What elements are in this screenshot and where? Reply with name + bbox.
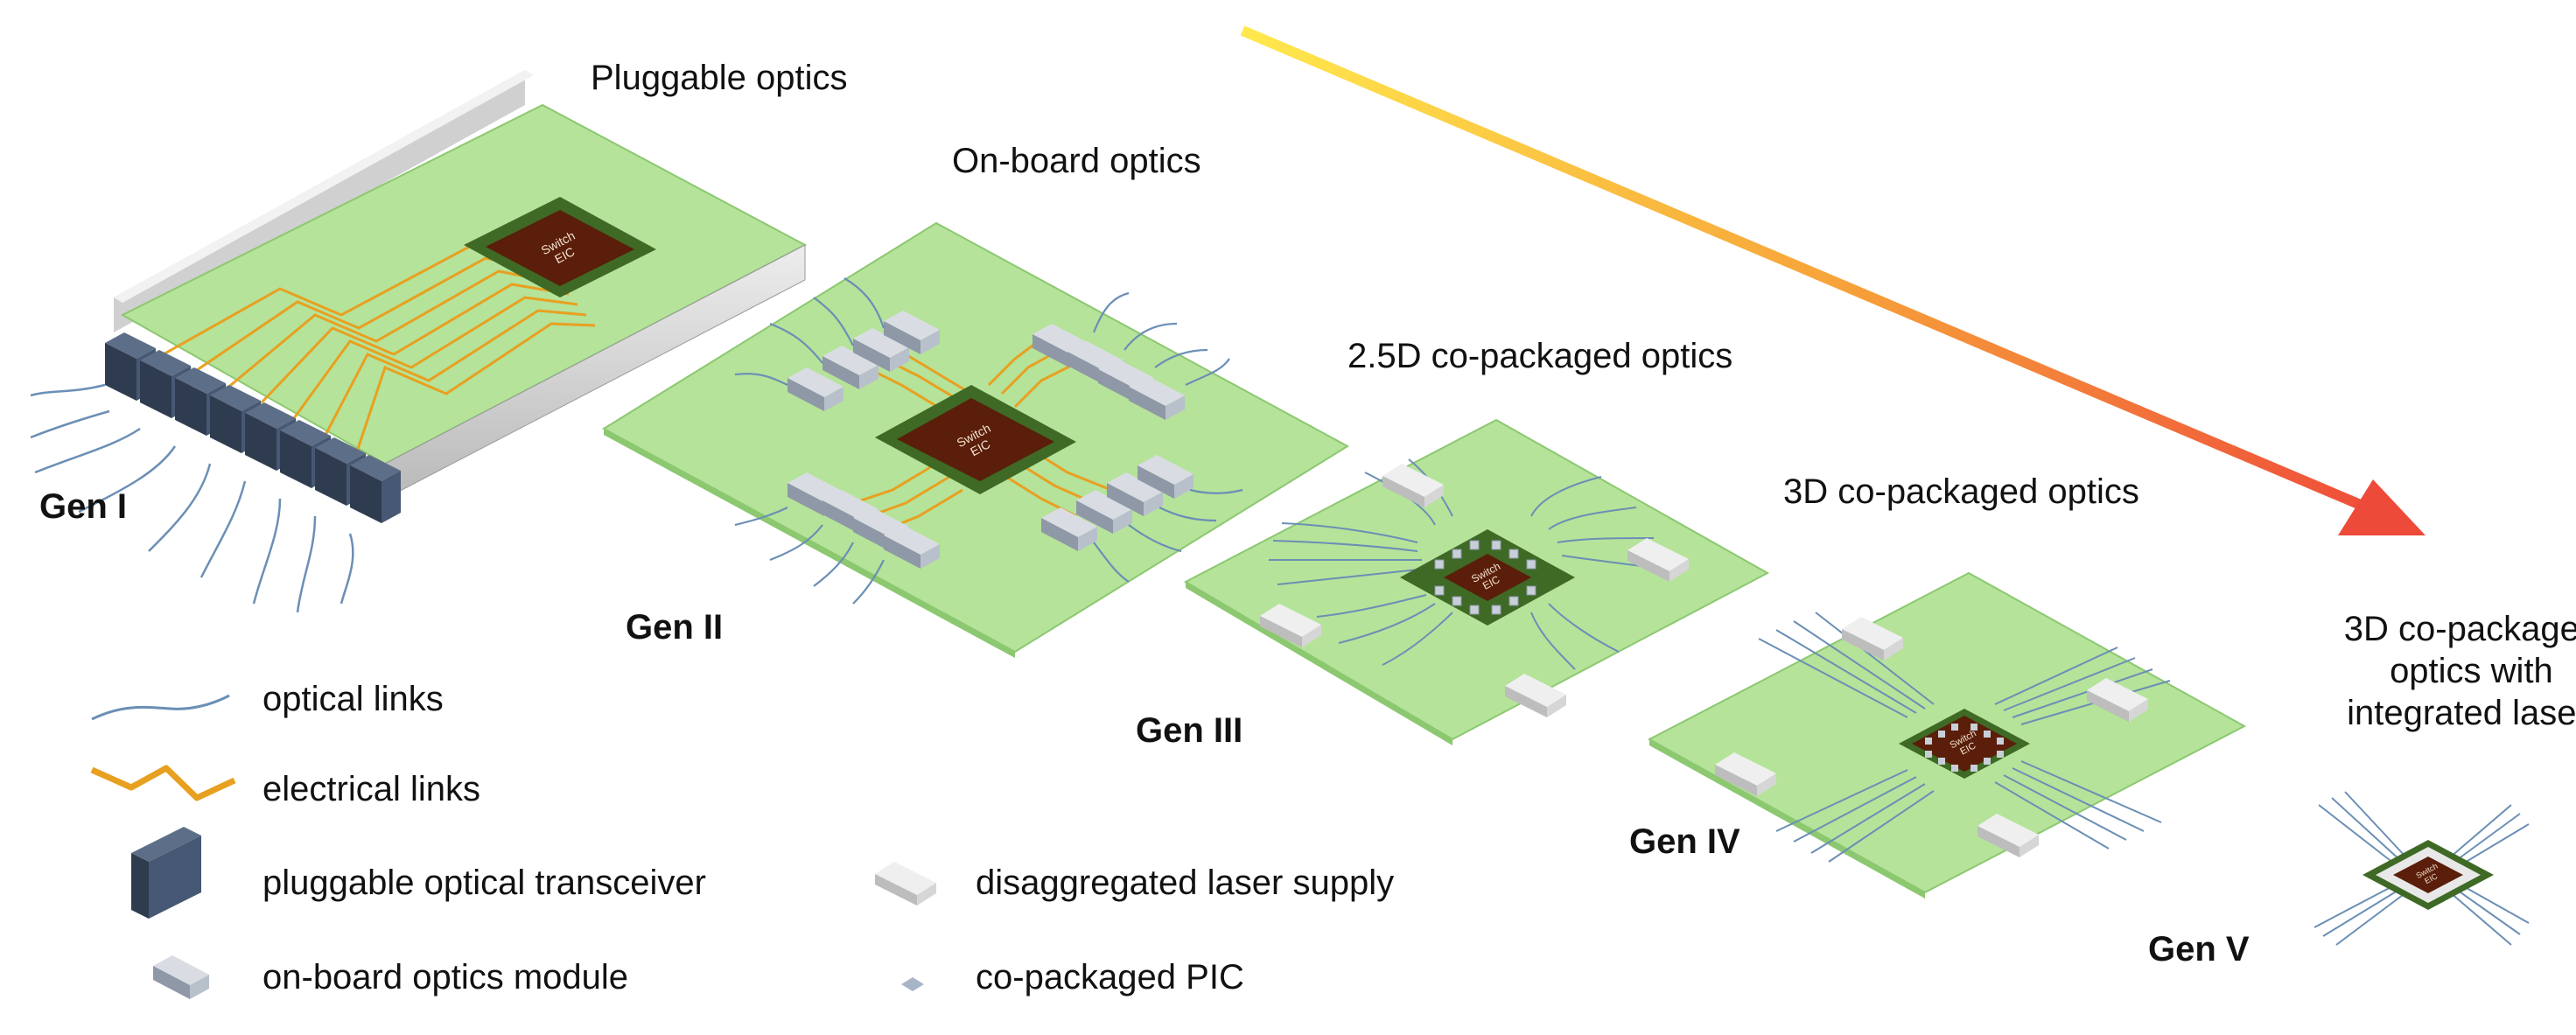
legend-label-laser-supply: disaggregated laser supply: [976, 864, 1394, 902]
legend-label-electrical-links: electrical links: [262, 770, 480, 808]
gen4-pic-grid: [1925, 724, 2004, 772]
gen1-label: Gen I: [39, 487, 127, 526]
gen1-electrical-traces: [139, 243, 596, 473]
gen4-assembly: SwitchEIC: [1647, 571, 2247, 899]
legend-label-on-board-module: on-board optics module: [262, 958, 628, 997]
gen3-title: 2.5D co-packaged optics: [1348, 337, 1732, 375]
legend: optical links electrical links pluggable…: [90, 680, 1394, 999]
on-board-module-icon: [153, 955, 209, 999]
gen1-chip: [486, 210, 634, 286]
gen1-title: Pluggable optics: [591, 59, 848, 97]
legend-label-pluggable-transceiver: pluggable optical transceiver: [262, 864, 706, 902]
co-packaged-pic-icon: [901, 977, 924, 991]
gen2-optical-fibers: [734, 277, 1243, 605]
gen5-chip: [2393, 857, 2463, 893]
gen2-chip: [897, 398, 1054, 481]
gen4-label: Gen IV: [1629, 822, 1740, 861]
electrical-link-icon: [90, 765, 236, 801]
legend-label-co-packaged-pic: co-packaged PIC: [976, 958, 1244, 997]
gen2-assembly: SwitchEIC: [602, 221, 1349, 658]
roadmap-arrow: [1240, 25, 2426, 535]
legend-label-optical-links: optical links: [262, 680, 444, 718]
gen3-label: Gen III: [1136, 711, 1242, 750]
gen4-optical-fibers: [1758, 612, 2171, 863]
gen5-title: 3D co-packaged optics with integrated la…: [2344, 610, 2576, 732]
optical-link-icon: [91, 694, 230, 721]
gen2-title: On-board optics: [952, 142, 1201, 180]
gen3-optical-fibers: [1269, 458, 1663, 670]
gen1-assembly: SwitchEIC: [30, 70, 808, 613]
gen5-label: Gen V: [2148, 930, 2250, 969]
gen3-assembly: SwitchEIC: [1183, 418, 1770, 745]
gen5-assembly: SwitchEIC: [2314, 791, 2530, 946]
gen2-label: Gen II: [626, 608, 723, 647]
gen3-pic-ring: [1434, 540, 1536, 615]
laser-supply-icon: [875, 862, 936, 906]
pluggable-transceiver-icon: [131, 827, 201, 919]
gen3-chip: [1444, 554, 1531, 601]
gen1-optical-fibers: [30, 383, 354, 613]
gen4-title: 3D co-packaged optics: [1783, 472, 2139, 511]
gen5-optical-fibers: [2314, 791, 2530, 946]
